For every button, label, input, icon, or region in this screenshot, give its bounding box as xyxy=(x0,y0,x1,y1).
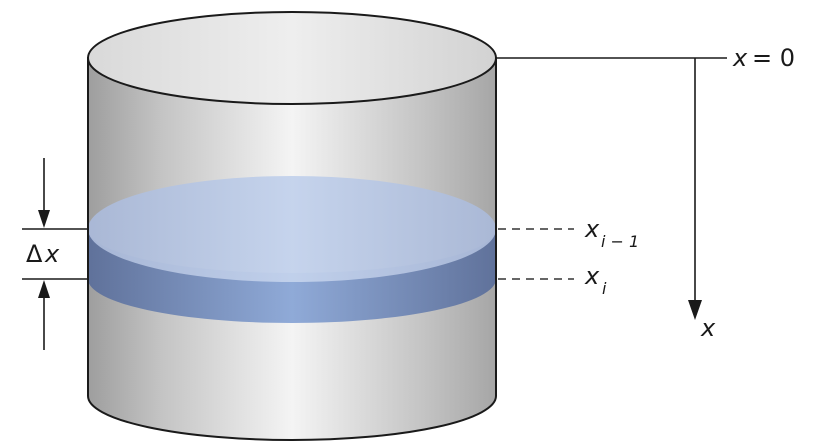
cylinder-top xyxy=(87,11,497,105)
x-axis-label: x xyxy=(700,314,716,342)
x-i-minus-1-label-sub: i − 1 xyxy=(601,232,639,251)
x-i-label-sub: i xyxy=(602,279,607,298)
delta-bottom-arrowhead xyxy=(38,280,50,298)
delta-symbol: Δ xyxy=(26,240,43,268)
x-i-label-var: x xyxy=(584,262,600,290)
x-axis-arrowhead xyxy=(688,300,702,320)
x-i-minus-1-label-var: x xyxy=(584,215,600,243)
delta-var: x xyxy=(44,240,60,268)
water-surface xyxy=(88,176,496,282)
delta-top-arrowhead xyxy=(38,210,50,228)
x-zero-label-var: x xyxy=(732,44,748,72)
x-zero-label-eq: = 0 xyxy=(752,44,795,72)
